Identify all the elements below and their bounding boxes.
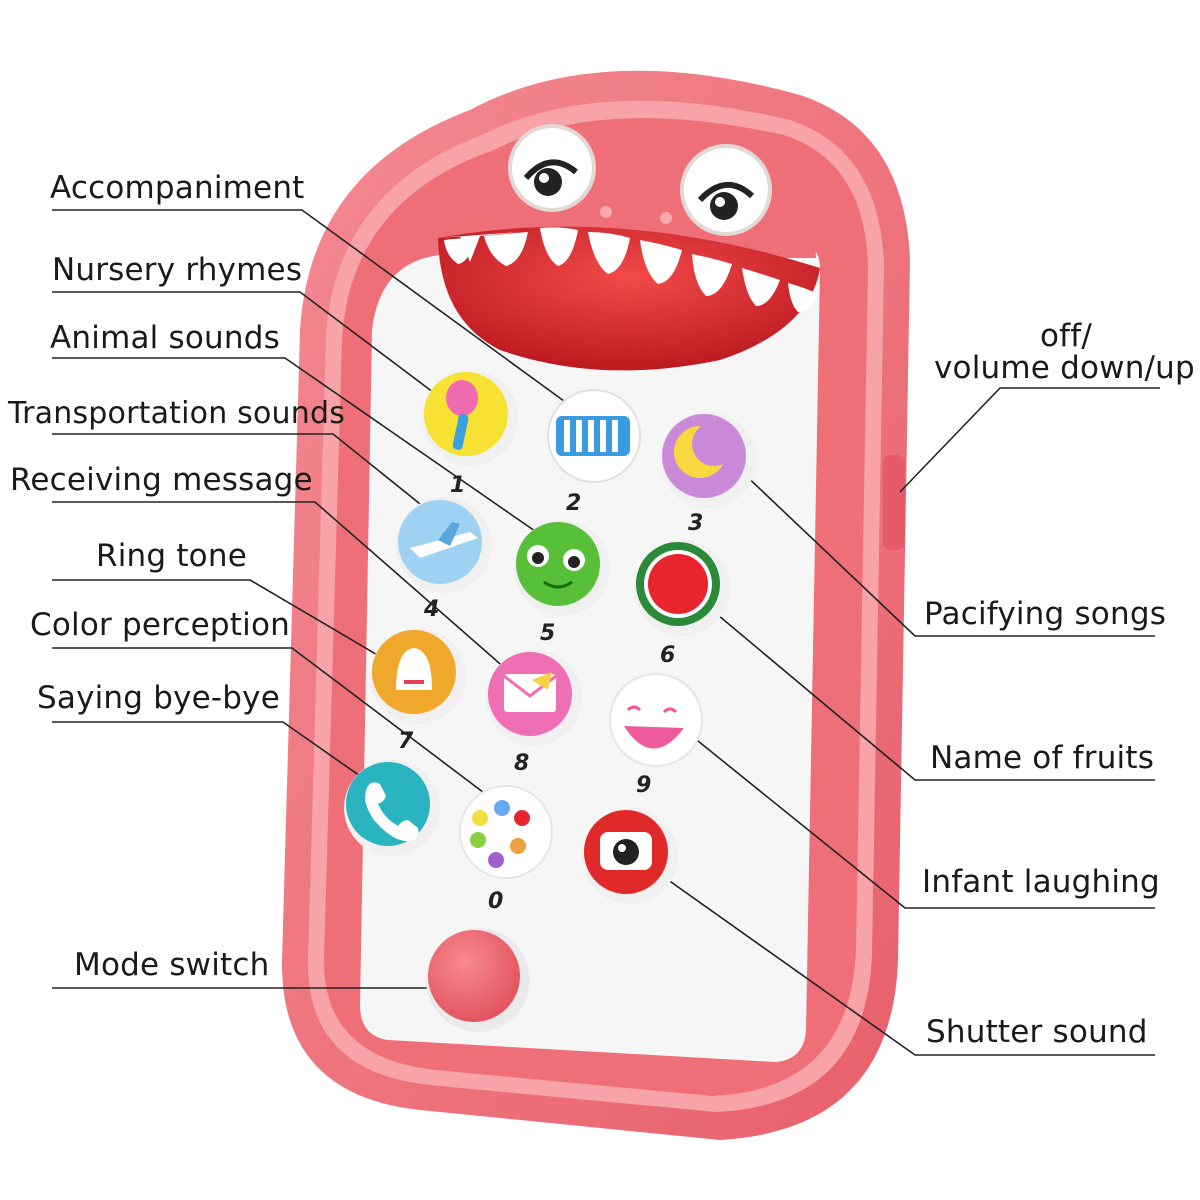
label-ring-tone: Ring tone <box>96 538 247 574</box>
key-1-microphone[interactable] <box>422 370 518 466</box>
key-number: 8 <box>514 751 529 776</box>
key-6-watermelon[interactable] <box>634 540 730 636</box>
label-pacifying-songs: Pacifying songs <box>924 596 1167 632</box>
label-name-of-fruits: Name of fruits <box>930 740 1155 776</box>
label-infant-laughing: Infant laughing <box>922 864 1160 900</box>
label-receiving-message: Receiving message <box>10 462 313 498</box>
key-phone-call[interactable] <box>344 760 440 856</box>
key-number: 1 <box>450 473 465 498</box>
label-animal-sounds: Animal sounds <box>50 320 280 356</box>
key-5-frog[interactable] <box>514 520 610 616</box>
label-color-perception: Color perception <box>30 607 290 643</box>
key-number: 3 <box>688 511 703 536</box>
key-number: 5 <box>540 621 555 646</box>
key-number: 6 <box>660 643 675 668</box>
label-shutter-sound: Shutter sound <box>926 1014 1148 1050</box>
label-nursery-rhymes: Nursery rhymes <box>52 252 303 288</box>
key-camera[interactable] <box>582 808 678 904</box>
key-4-airplane[interactable] <box>396 497 492 593</box>
key-number: 2 <box>566 491 581 516</box>
label-accompaniment: Accompaniment <box>50 170 305 206</box>
shark-face <box>438 124 820 371</box>
key-8-envelope[interactable] <box>486 650 582 746</box>
volume-side-button <box>883 455 905 550</box>
label-power-off: off/ <box>1040 318 1093 354</box>
key-9-laughing-face[interactable] <box>609 673 703 767</box>
keypad <box>344 370 756 1032</box>
key-0-color-dots[interactable] <box>459 785 553 879</box>
key-2-piano[interactable] <box>547 389 641 483</box>
mode-switch-button[interactable] <box>426 928 530 1032</box>
label-saying-bye-bye: Saying bye-bye <box>37 680 280 716</box>
right-eye <box>680 144 772 236</box>
label-mode-switch: Mode switch <box>74 947 270 983</box>
key-7-bell[interactable] <box>370 628 466 724</box>
label-transportation-sounds: Transportation sounds <box>8 396 346 431</box>
key-number: 4 <box>423 597 439 622</box>
key-number: 9 <box>636 773 651 798</box>
left-eye <box>508 124 596 212</box>
label-volume: volume down/up <box>934 350 1195 386</box>
key-3-moon[interactable] <box>660 412 756 508</box>
leader-lines <box>52 209 1160 1056</box>
key-numbers: 1 2 3 4 5 6 7 8 9 0 <box>398 473 703 914</box>
key-number: 7 <box>398 729 414 754</box>
key-number: 0 <box>488 889 503 914</box>
